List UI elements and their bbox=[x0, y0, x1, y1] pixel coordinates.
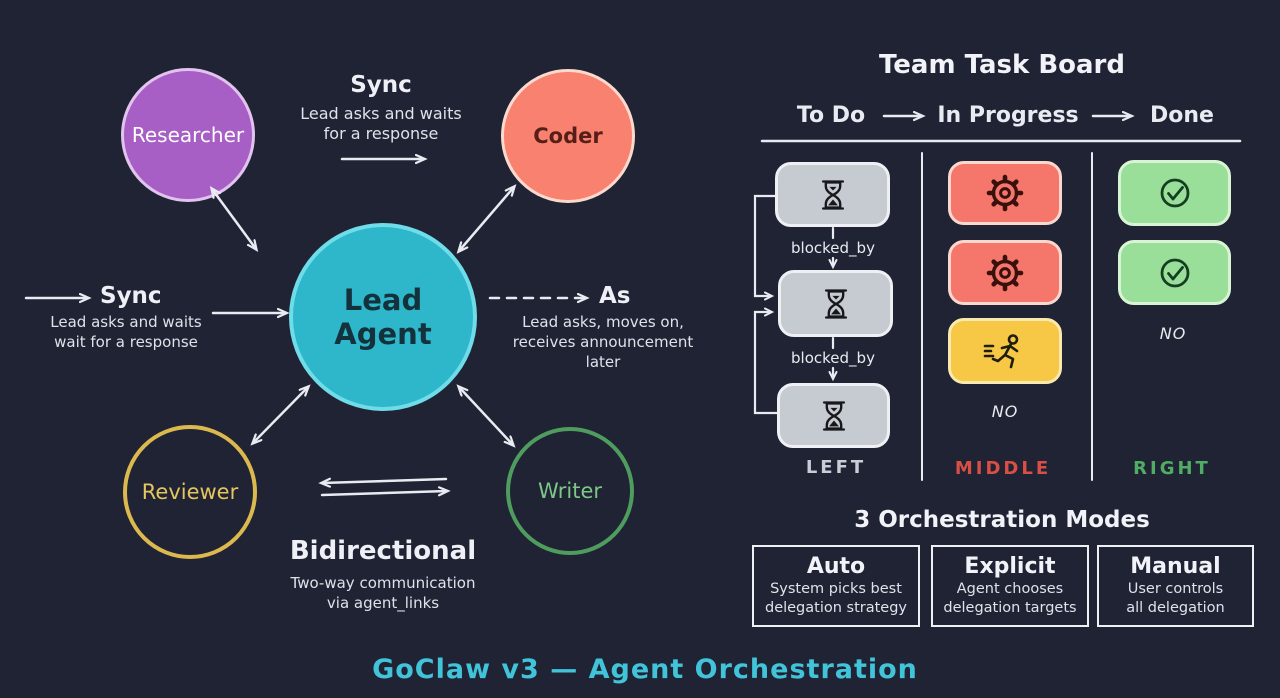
mode-explicit-title: Explicit bbox=[964, 554, 1056, 579]
async-right-line1: Lead asks, moves on, bbox=[522, 313, 684, 331]
mode-manual-title: Manual bbox=[1130, 554, 1221, 579]
writer-circle: Writer bbox=[506, 427, 634, 555]
sync-top-annotation: Sync Lead asks and waits for a response bbox=[281, 72, 481, 144]
mode-box-manual: Manual User controls all delegation bbox=[1097, 545, 1254, 627]
async-right-line3: later bbox=[585, 353, 621, 371]
bidirectional-annotation: Bidirectional Two-way communication via … bbox=[283, 536, 483, 613]
coder-label: Coder bbox=[533, 124, 603, 148]
active-task-card bbox=[948, 318, 1062, 384]
async-right-line2: receives announcement bbox=[512, 333, 694, 351]
modes-title: 3 Orchestration Modes bbox=[854, 507, 1150, 533]
bidirectional-arrow-left bbox=[322, 479, 448, 483]
bidirectional-title: Bidirectional bbox=[289, 536, 477, 566]
todo-task-card-1 bbox=[775, 162, 890, 227]
todo-task-card-3 bbox=[777, 383, 890, 448]
researcher-label: Researcher bbox=[131, 123, 245, 147]
mode-explicit-line2: delegation targets bbox=[943, 600, 1077, 616]
board-column-header-in-progress: In Progress bbox=[937, 103, 1079, 128]
in-progress-column-label: MIDDLE bbox=[954, 458, 1052, 479]
runner-icon bbox=[983, 334, 1019, 369]
done-task-card-2 bbox=[1118, 240, 1231, 305]
mode-box-auto: Auto System picks best delegation strate… bbox=[752, 545, 920, 627]
hourglass-icon bbox=[821, 179, 844, 210]
sync-left-annotation: Lead asks and waits wait for a response bbox=[26, 312, 226, 352]
mode-auto-line1: System picks best bbox=[770, 581, 902, 597]
in-progress-task-card-2 bbox=[948, 240, 1062, 305]
mode-auto-line2: delegation strategy bbox=[764, 600, 908, 616]
coder-circle: Coder bbox=[501, 69, 635, 203]
coder-lead-arrow bbox=[459, 187, 514, 251]
reviewer-label: Reviewer bbox=[141, 480, 239, 504]
sync-left-line1: Lead asks and waits bbox=[50, 313, 202, 331]
mode-explicit-line1: Agent chooses bbox=[956, 581, 1064, 597]
blocked-by-label-1: blocked_by bbox=[791, 239, 875, 257]
done-column-label: RIGHT bbox=[1133, 458, 1211, 479]
writer-lead-arrow bbox=[459, 387, 513, 445]
async-right-title: As bbox=[599, 283, 631, 309]
check-circle-icon bbox=[1160, 178, 1189, 208]
lead-agent-label-line2: Agent bbox=[334, 317, 432, 351]
bidirectional-line1: Two-way communication bbox=[290, 574, 476, 592]
bidirectional-line2: via agent_links bbox=[326, 594, 440, 612]
todo-task-card-2 bbox=[778, 270, 893, 337]
researcher-lead-arrow bbox=[212, 189, 256, 249]
gear-icon bbox=[986, 174, 1024, 212]
hourglass-icon bbox=[822, 400, 845, 431]
writer-label: Writer bbox=[537, 479, 603, 503]
mode-box-explicit: Explicit Agent chooses delegation target… bbox=[931, 545, 1089, 627]
sync-top-line1: Lead asks and waits bbox=[300, 104, 462, 123]
async-right-annotation: Lead asks, moves on, receives announceme… bbox=[498, 312, 708, 372]
mode-manual-line1: User controls bbox=[1127, 581, 1224, 597]
task-board-title: Team Task Board bbox=[878, 50, 1125, 80]
sync-left-title: Sync bbox=[100, 283, 162, 309]
sync-top-title: Sync bbox=[350, 72, 412, 98]
gear-icon bbox=[986, 254, 1024, 291]
lead-agent-circle: Lead Agent bbox=[289, 223, 477, 411]
reviewer-lead-arrow bbox=[253, 387, 308, 443]
researcher-circle: Researcher bbox=[121, 68, 255, 202]
mode-auto-title: Auto bbox=[806, 554, 866, 579]
done-task-card-1 bbox=[1118, 160, 1231, 226]
check-circle-icon bbox=[1160, 258, 1189, 287]
blocked-by-label-2: blocked_by bbox=[791, 349, 875, 367]
mode-manual-line2: all delegation bbox=[1126, 600, 1225, 616]
board-column-header-todo: To Do bbox=[796, 103, 866, 128]
reviewer-circle: Reviewer bbox=[123, 425, 257, 559]
sync-left-line2: wait for a response bbox=[54, 333, 198, 351]
bidirectional-arrow-right bbox=[320, 491, 447, 495]
sync-top-line2: for a response bbox=[323, 124, 439, 143]
in-progress-note: NO bbox=[991, 402, 1019, 421]
in-progress-task-card-1 bbox=[948, 161, 1062, 225]
done-note: NO bbox=[1159, 324, 1187, 343]
todo-column-label: LEFT bbox=[805, 457, 867, 478]
board-column-header-done: Done bbox=[1150, 103, 1214, 128]
hourglass-icon bbox=[824, 288, 847, 319]
lead-agent-label-line1: Lead bbox=[343, 283, 423, 317]
footer-title: GoClaw v3 — Agent Orchestration bbox=[372, 654, 918, 685]
